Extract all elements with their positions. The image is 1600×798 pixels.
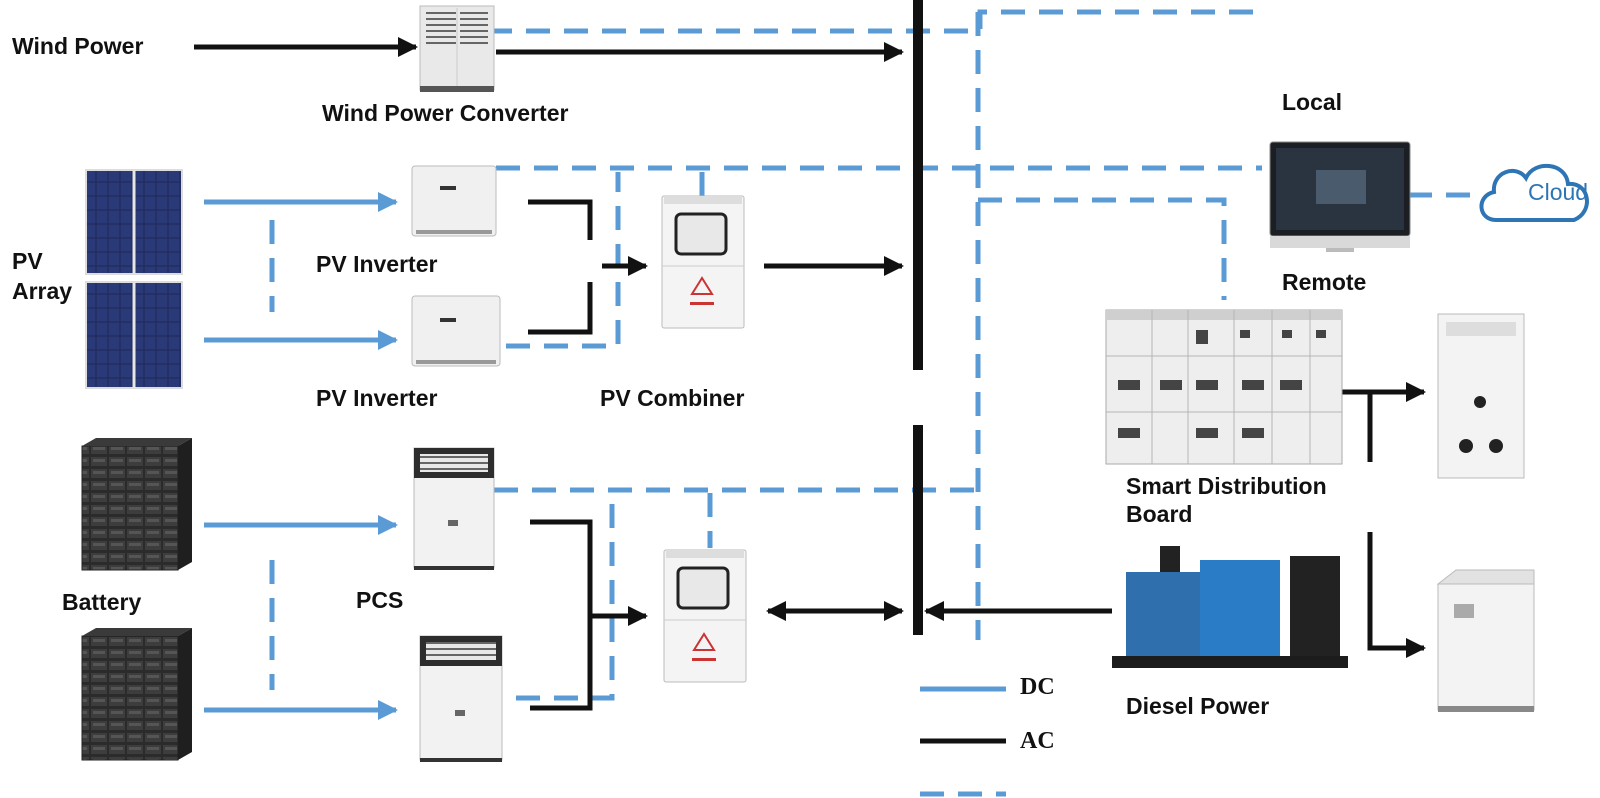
dc-line-pv-bottom: [506, 172, 621, 349]
ac-line-dist-load-2: [1367, 532, 1426, 658]
legend-dc-label: DC: [1020, 674, 1055, 700]
pcs-bottom-image: [419, 635, 503, 762]
label-wind-power: Wind Power: [12, 33, 144, 59]
pv-inverter-top-image: [411, 165, 497, 237]
monitor-image: [1269, 141, 1411, 252]
dc-arrows: [204, 192, 398, 720]
ac-line-pv-inv-1: [528, 199, 593, 240]
label-remote: Remote: [1282, 269, 1367, 295]
label-pv-inverter-2: PV Inverter: [316, 385, 438, 411]
dc-line-distribution: [978, 197, 1227, 300]
label-smart-distribution-board-line1: Smart Distribution: [1126, 473, 1327, 499]
diesel-generator-image: [1112, 546, 1348, 674]
dc-line-wind: [488, 9, 1262, 34]
distribution-board-image: [1105, 309, 1343, 465]
load-cabinet-bottom-image: [1436, 569, 1535, 712]
label-battery: Battery: [62, 589, 142, 615]
battery-bottom-image: [81, 628, 192, 761]
pv-combiner-image: [661, 195, 745, 329]
label-smart-distribution-board-line2: Board: [1126, 501, 1193, 527]
label-wind-power-converter: Wind Power Converter: [322, 100, 569, 126]
legend-ac-label: AC: [1020, 728, 1055, 754]
load-cabinet-top-image: [1437, 313, 1525, 479]
cloud-image: [1479, 163, 1589, 222]
label-diesel-power: Diesel Power: [1126, 693, 1270, 719]
storage-combiner-image: [663, 549, 747, 683]
battery-top-image: [81, 438, 192, 571]
ac-lines: [194, 0, 1426, 744]
ac-line-pv-inv-2: [528, 282, 593, 335]
label-local: Local: [1282, 89, 1343, 115]
label-pv-combiner: PV Combiner: [600, 385, 745, 411]
label-pv-inverter-1: PV Inverter: [316, 251, 438, 277]
label-pv-array-line2: Array: [12, 278, 73, 304]
label-pcs: PCS: [356, 587, 404, 613]
ac-line-pcs-1: [530, 519, 593, 711]
pv-panel-bottom-image: [85, 281, 183, 389]
dc-line-pcs-bottom: [516, 493, 615, 701]
pv-inverter-bottom-image: [411, 295, 501, 367]
label-cloud: Cloud: [1528, 179, 1589, 205]
dc-lines: [269, 9, 1482, 797]
label-pv-array-line1: PV: [12, 248, 43, 274]
pcs-top-image: [413, 447, 495, 570]
pv-panel-top-image: [85, 169, 183, 275]
wind-converter-image: [419, 5, 495, 92]
